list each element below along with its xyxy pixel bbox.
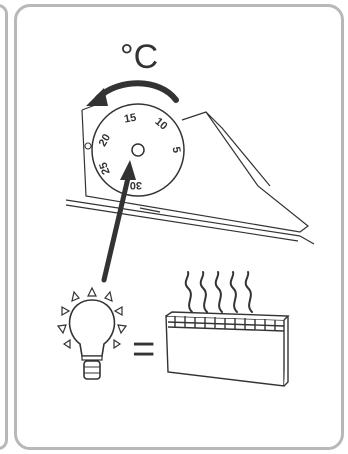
housing-screw	[84, 142, 92, 150]
dial-number: 5	[170, 146, 183, 154]
light-bulb-icon	[56, 286, 128, 380]
pointer-arrow-icon	[101, 160, 136, 283]
rotate-arrow-icon	[86, 80, 179, 106]
thermostat-housing	[65, 103, 315, 245]
dial-number: 30	[130, 179, 142, 191]
dial-number: 15	[123, 112, 137, 126]
heat-waves-icon	[184, 271, 253, 313]
unit-label: °C	[120, 38, 158, 76]
heater-icon	[165, 311, 290, 387]
dial-number: 25	[97, 160, 112, 176]
dial-number: 20	[97, 132, 114, 149]
main-panel-frame	[14, 4, 344, 450]
equals-sign: =	[132, 327, 155, 371]
temperature-dial[interactable]	[91, 103, 185, 197]
dial-center	[131, 143, 145, 157]
